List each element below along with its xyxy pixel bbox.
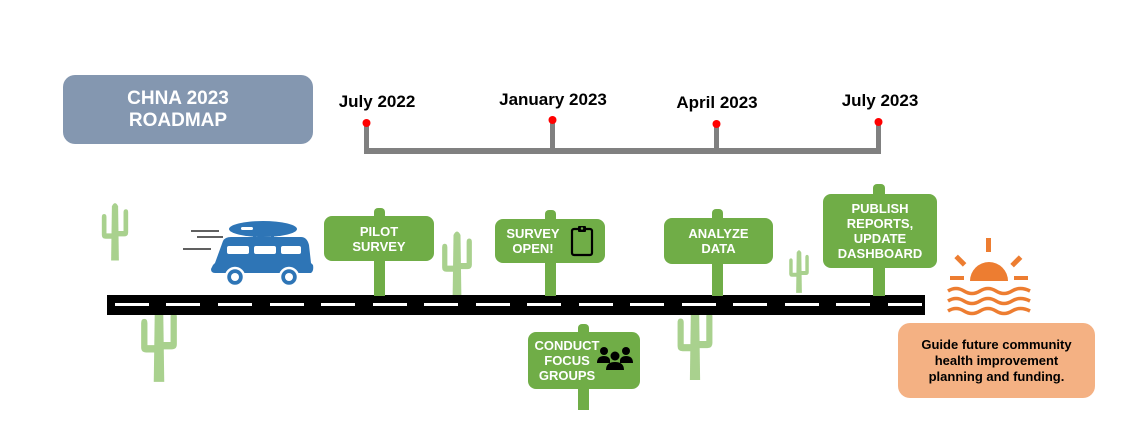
milestone-label: CONDUCT (534, 338, 600, 353)
milestone-label: PILOT (359, 223, 399, 239)
milestone-label: DATA (701, 241, 736, 256)
milestone-label: UPDATE (853, 231, 907, 246)
cactus-icon (785, 248, 813, 294)
goal-box: Guide future community health improvemen… (898, 323, 1095, 398)
milestone-label: SURVEY (506, 226, 560, 241)
timeline-marker (362, 119, 371, 127)
milestone-label: SURVEY (352, 238, 406, 254)
roadmap-title-line2: ROADMAP (128, 109, 228, 131)
milestone-label: PUBLISH (851, 201, 909, 216)
timeline-marker (712, 120, 721, 128)
timeline-marker (874, 118, 883, 126)
roadmap-title-line1: CHNA 2023 (127, 87, 229, 109)
roadmap-title: CHNA 2023 ROADMAP (63, 75, 313, 144)
sunset-icon (947, 238, 1031, 316)
cactus-icon (436, 228, 478, 298)
milestone-focus-groups: CONDUCT FOCUS GROUPS (528, 332, 640, 389)
timeline-date-apr-2023: April 2023 (676, 93, 758, 112)
milestone-label: OPEN! (512, 241, 554, 256)
timeline-tick (714, 124, 719, 154)
milestone-label: FOCUS (544, 353, 590, 368)
van-icon (183, 221, 314, 288)
milestone-analyze-data: ANALYZE DATA (664, 218, 773, 264)
timeline-date-jul-2022: July 2022 (338, 92, 416, 111)
milestone-label: REPORTS, (846, 216, 914, 231)
timeline-tick (550, 120, 555, 154)
timeline-tick (876, 122, 881, 154)
goal-text: Guide future community health improvemen… (921, 336, 1072, 384)
timeline-base-line (364, 148, 881, 154)
cactus-icon (97, 200, 133, 262)
milestone-survey-open: SURVEY OPEN! (495, 219, 605, 263)
timeline-marker (548, 116, 557, 124)
surfboard (229, 221, 297, 237)
timeline-bracket (362, 116, 883, 154)
timeline-date-jul-2023: July 2023 (841, 91, 919, 110)
milestone-label: GROUPS (538, 368, 596, 383)
road (107, 295, 925, 315)
timeline-date-jan-2023: January 2023 (499, 90, 607, 109)
van-body (211, 237, 314, 273)
milestone-label: ANALYZE (688, 226, 749, 241)
milestone-pilot-survey: PILOT SURVEY (324, 216, 434, 261)
group-icon (596, 346, 633, 370)
clipboard-icon (570, 226, 593, 257)
milestone-label: DASHBOARD (837, 246, 923, 261)
milestone-publish-reports: PUBLISH REPORTS, UPDATE DASHBOARD (823, 194, 937, 268)
timeline-tick (364, 123, 369, 154)
